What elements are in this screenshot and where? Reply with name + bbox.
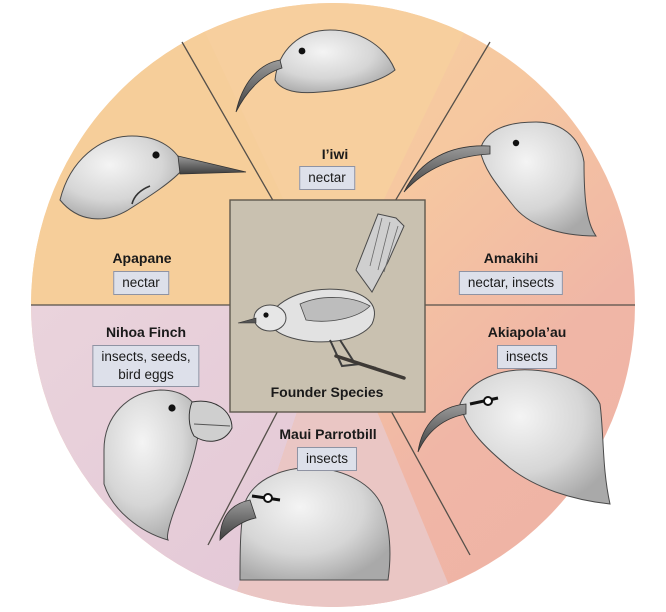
iiwi-name: I’iwi <box>321 146 349 162</box>
akiapolaau-diet: insects <box>496 345 558 369</box>
nihoa-finch-bird-illustration <box>103 389 233 541</box>
amakihi-name: Amakihi <box>483 250 539 266</box>
apapane-bird-illustration <box>59 135 247 220</box>
nihoa-finch-diet-line-1: insects, seeds, <box>101 349 191 364</box>
maui-parrotbill-bird-illustration <box>219 467 391 581</box>
maui-parrotbill-diet: insects <box>296 447 358 471</box>
maui-parrotbill-name: Maui Parrotbill <box>279 426 377 442</box>
akiapolaau-bird-illustration <box>417 369 611 505</box>
iiwi-bird-illustration <box>235 29 396 113</box>
amakihi-diet: nectar, insects <box>458 271 564 295</box>
founder-species-label: Founder Species <box>270 384 384 400</box>
nihoa-finch-diet: insects, seeds, bird eggs <box>92 345 200 387</box>
apapane-diet: nectar <box>113 271 169 295</box>
nihoa-finch-name: Nihoa Finch <box>105 324 187 340</box>
nihoa-finch-diet-line-2: bird eggs <box>118 367 174 382</box>
amakihi-bird-illustration <box>403 121 597 237</box>
iiwi-diet: nectar <box>299 166 355 190</box>
founder-bird-illustration <box>237 213 406 380</box>
akiapolaau-name: Akiapola’au <box>487 324 567 340</box>
apapane-name: Apapane <box>112 250 172 266</box>
